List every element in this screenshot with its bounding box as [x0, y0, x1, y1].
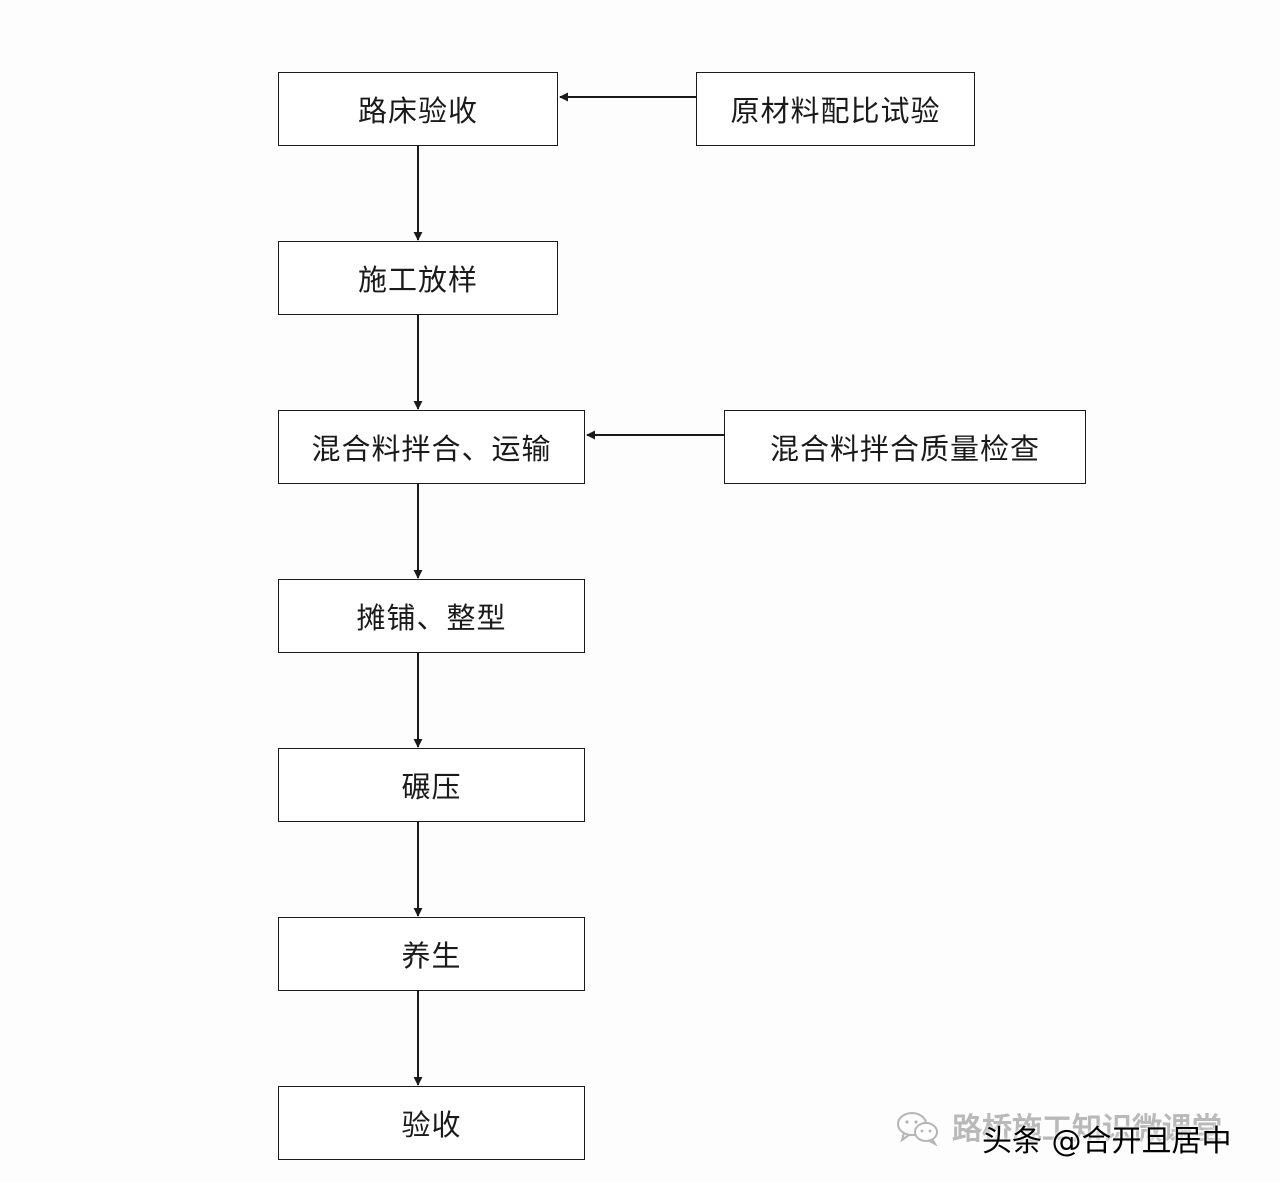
node-material-mix-test: 原材料配比试验 — [696, 72, 975, 146]
node-final-acceptance: 验收 — [278, 1086, 585, 1160]
node-mixing-quality-check: 混合料拌合质量检查 — [724, 410, 1086, 484]
watermark-source-text: 路桥施工知识微课堂 — [952, 1112, 1222, 1147]
node-roadbed-acceptance: 路床验收 — [278, 72, 558, 146]
watermark: 路桥施工知识微课堂 头条 @合开且居中 — [896, 1104, 1266, 1159]
node-mixing-transport: 混合料拌合、运输 — [278, 410, 585, 484]
wechat-icon — [897, 1112, 938, 1146]
watermark-author-text: 头条 @合开且居中 — [982, 1124, 1232, 1159]
node-compaction: 碾压 — [278, 748, 585, 822]
node-paving-shaping: 摊铺、整型 — [278, 579, 585, 653]
node-curing: 养生 — [278, 917, 585, 991]
node-construction-layout: 施工放样 — [278, 241, 558, 315]
